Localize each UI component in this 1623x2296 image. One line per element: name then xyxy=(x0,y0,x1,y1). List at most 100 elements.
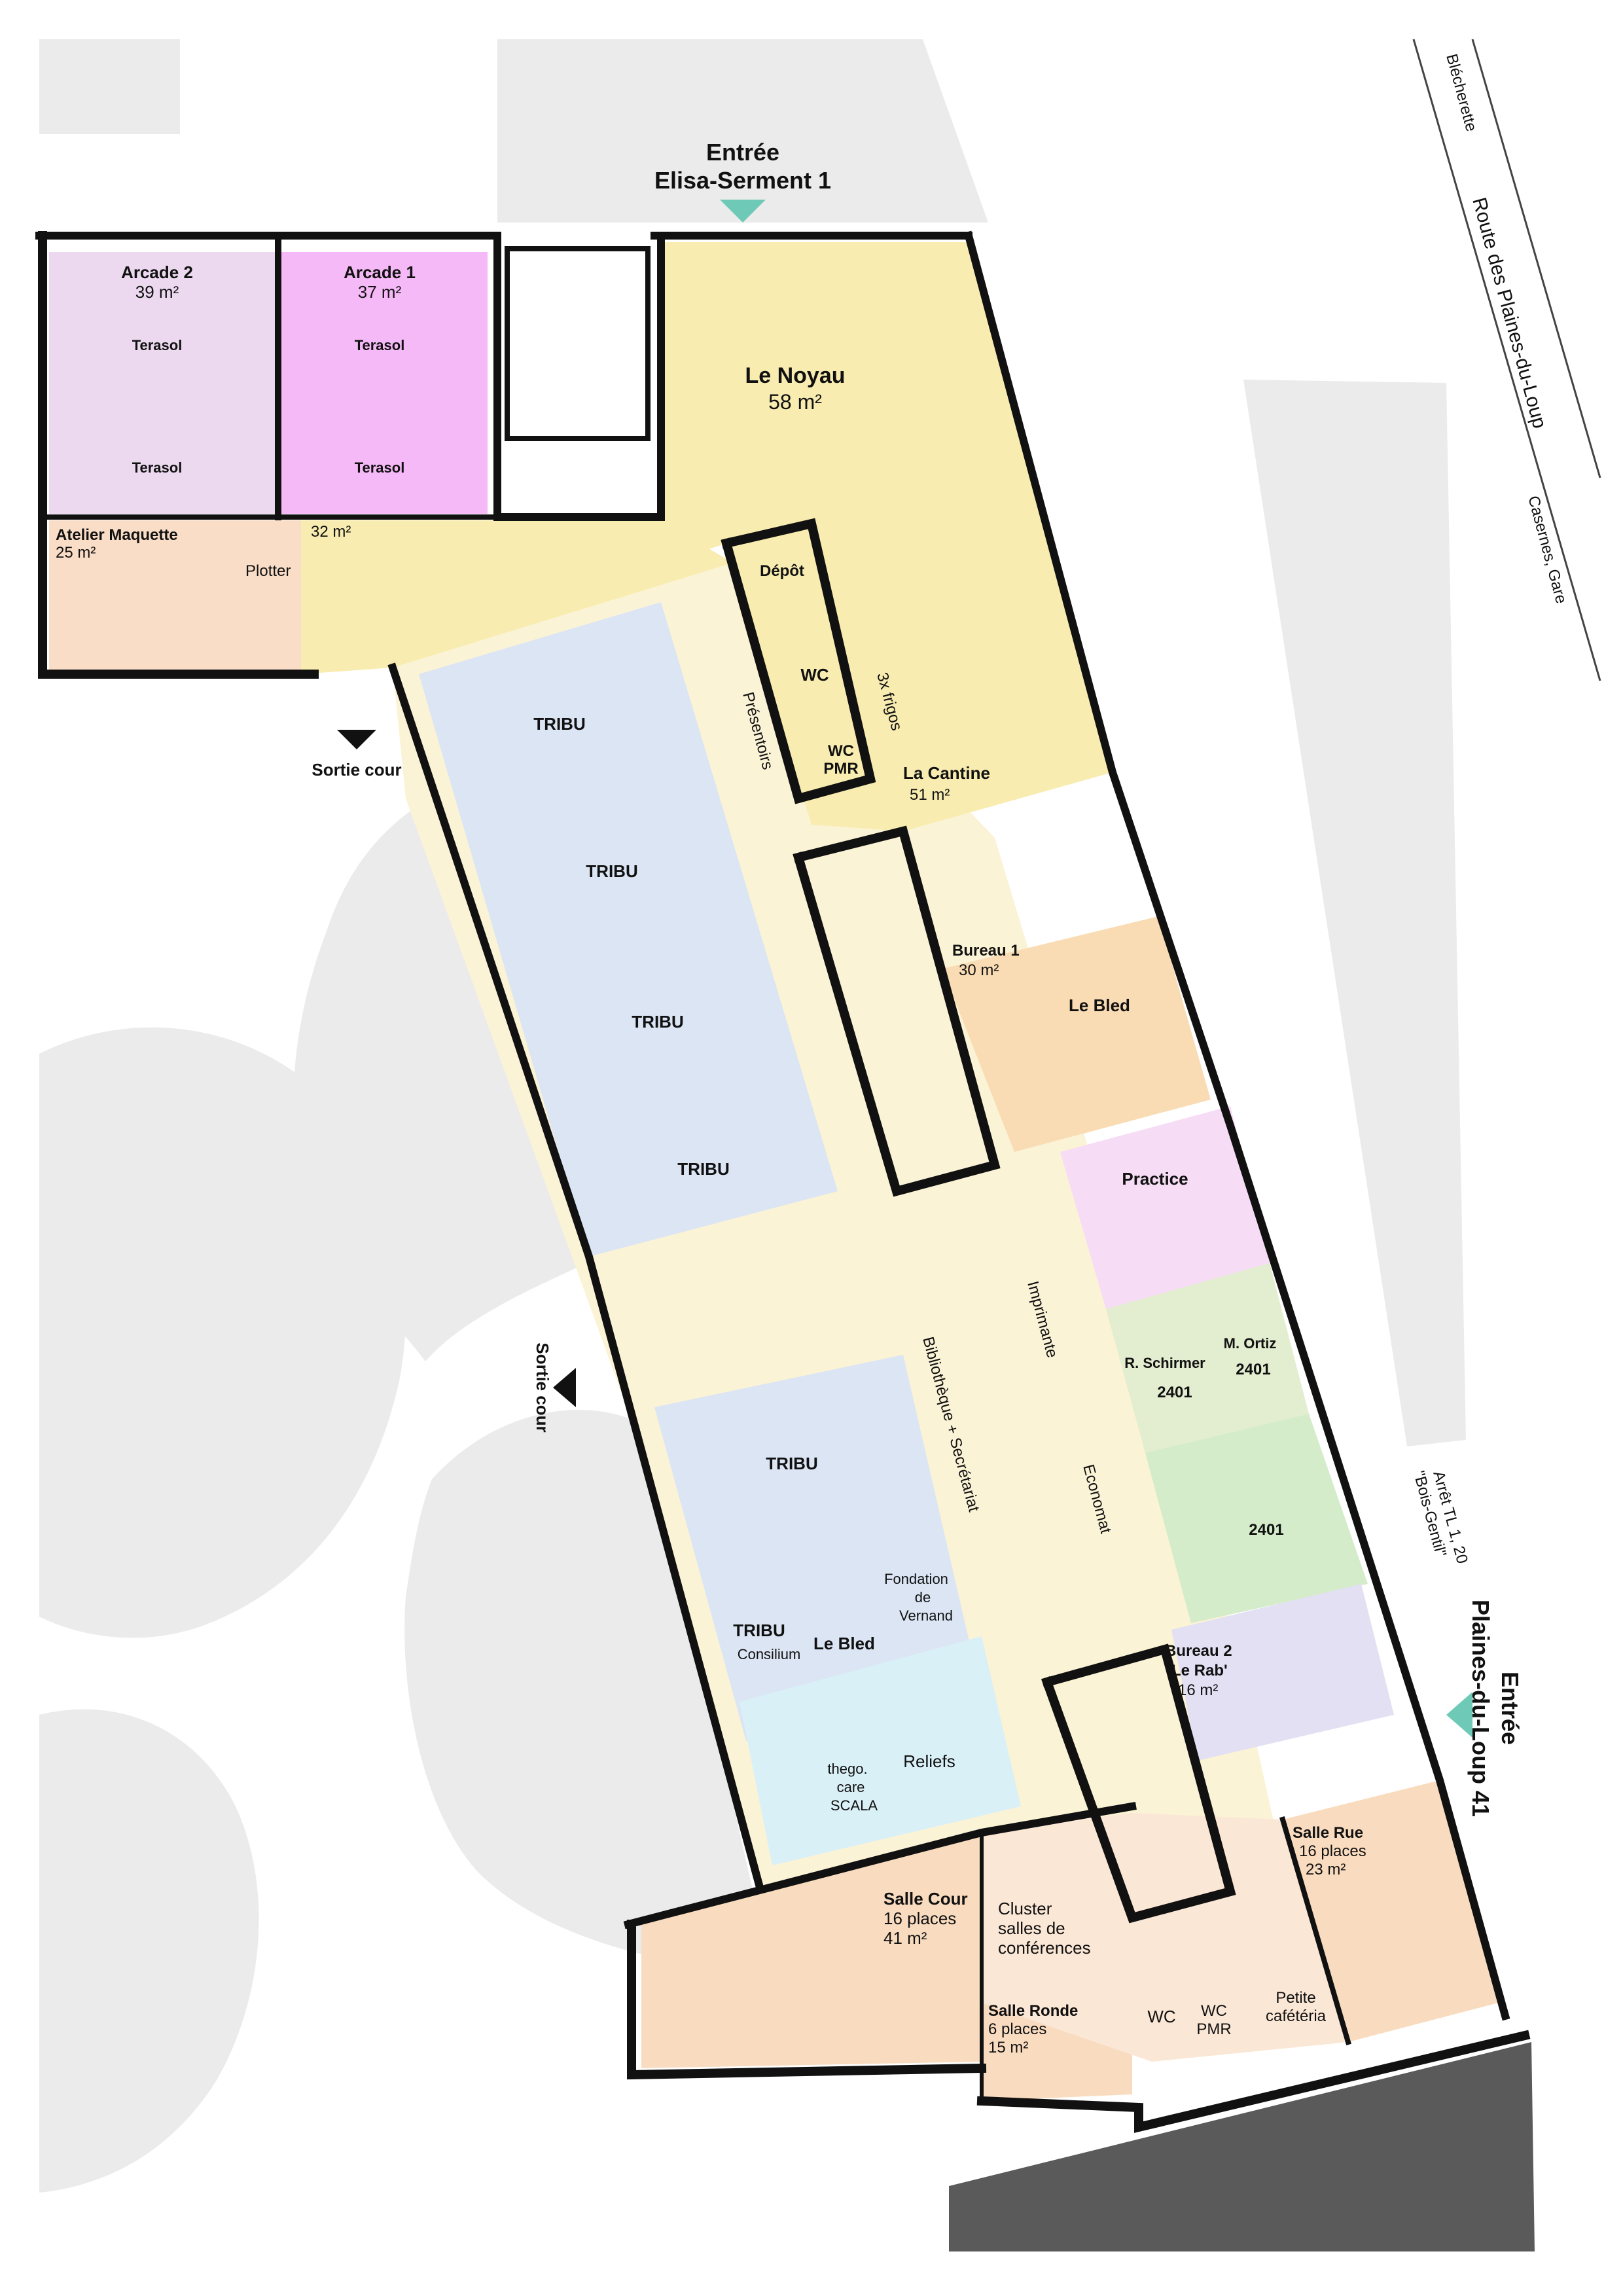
wc-pmr-label-2: PMR xyxy=(823,760,858,778)
bureau2-floor xyxy=(1171,1584,1394,1761)
neighbor-block-north xyxy=(497,39,988,223)
reliefs-label: Reliefs xyxy=(903,1751,955,1771)
petite-cafeteria-1: Petite xyxy=(1275,1989,1315,2007)
arcade1-name: Arcade 1 xyxy=(344,262,416,282)
salle-rue-places: 16 places xyxy=(1299,1842,1366,1860)
depot-label: Dépôt xyxy=(760,562,804,580)
street-blecherette: Blécherette xyxy=(1442,52,1480,134)
maquette-west-south xyxy=(38,231,319,679)
arcade2-name: Arcade 2 xyxy=(121,262,193,282)
salle-cour-area: 41 m² xyxy=(883,1928,927,1948)
terasol-label: Terasol xyxy=(132,337,183,353)
noyau-floor xyxy=(661,242,1113,831)
arcade1-area: 37 m² xyxy=(358,282,402,302)
salle-cour-places: 16 places xyxy=(883,1909,956,1928)
neighbor-building-east xyxy=(1243,380,1466,1446)
maquette-floor xyxy=(49,520,301,671)
bureau2-name: Bureau 2 xyxy=(1165,1642,1232,1660)
dark-ground-south xyxy=(949,2042,1535,2251)
cluster-floor xyxy=(982,1813,1348,2062)
tribu-label: TRIBU xyxy=(586,861,637,881)
wc-pmr-label-1: WC xyxy=(828,742,854,760)
thego-label-3: SCALA xyxy=(830,1797,878,1814)
thego-label-2: care xyxy=(837,1779,865,1795)
maquette-area: 25 m² xyxy=(56,544,96,562)
entrance-east-label-2: Plaines-du-Loup 41 xyxy=(1467,1600,1494,1817)
office-2401-label: 2401 xyxy=(1236,1361,1270,1378)
street-line xyxy=(1471,39,1601,478)
entrance-north-label-1: Entrée xyxy=(706,139,779,166)
salle-ronde-area: 15 m² xyxy=(988,2039,1028,2056)
noyau-name: Le Noyau xyxy=(745,363,845,388)
terasol-label: Terasol xyxy=(355,337,405,353)
sortie-cour-arrow-top xyxy=(337,730,376,749)
courtyard-area-2 xyxy=(39,1027,406,1638)
depot-wc-block xyxy=(721,518,876,804)
office-2401-label: 2401 xyxy=(1157,1384,1192,1401)
bureau1-area: 30 m² xyxy=(959,961,999,979)
schirmer-label: R. Schirmer xyxy=(1124,1355,1205,1371)
south-facade xyxy=(976,2030,1531,2133)
street-route: Route des Plaines-du-Loup xyxy=(1468,195,1550,431)
entrance-markers xyxy=(337,200,1472,1738)
practice-floor xyxy=(1060,1106,1270,1309)
cluster-label-1: Cluster xyxy=(998,1899,1052,1918)
salle-ronde-name: Salle Ronde xyxy=(988,2002,1078,2020)
east-facade xyxy=(963,230,1510,2021)
arcade2-area: 39 m² xyxy=(135,282,179,302)
west-facade xyxy=(387,662,764,1890)
office-2401-label: 2401 xyxy=(1249,1521,1283,1539)
plotter-label: Plotter xyxy=(245,562,291,580)
wc-label: WC xyxy=(800,665,829,685)
hall-floor xyxy=(301,520,733,674)
bureau2-area: 16 m² xyxy=(1178,1681,1218,1699)
street-casernes: Casernes, Gare xyxy=(1524,494,1570,606)
courtyard-area-4 xyxy=(39,1709,259,2193)
hall-area: 32 m² xyxy=(311,523,351,541)
tribu-label: TRIBU xyxy=(733,1621,785,1640)
tribu-area-1 xyxy=(419,602,838,1257)
salle-rue-floor xyxy=(1283,1780,1499,2042)
petite-cafeteria-2: cafétéria xyxy=(1266,2007,1327,2025)
tribu-label: TRIBU xyxy=(533,714,585,734)
salle-cour-floor xyxy=(641,1833,982,2068)
bled-label: Le Bled xyxy=(1069,996,1130,1015)
entrance-east-label-1: Entrée xyxy=(1497,1672,1524,1745)
sortie-cour-arrow-mid xyxy=(553,1368,576,1407)
relief-area xyxy=(740,1636,1021,1865)
salle-rue-name: Salle Rue xyxy=(1293,1824,1363,1842)
fondation-label-3: Vernand xyxy=(899,1607,953,1624)
stair-core-south xyxy=(1041,1643,1236,1924)
fondation-label-1: Fondation xyxy=(884,1571,948,1587)
north-entrance-arrow xyxy=(720,200,766,223)
salle-cour-outline xyxy=(627,1920,987,2080)
tribu-label: TRIBU xyxy=(677,1159,729,1179)
stair-north xyxy=(505,246,651,441)
salle-rue-area: 23 m² xyxy=(1306,1861,1346,1878)
tribu-label: TRIBU xyxy=(766,1454,817,1473)
neighbor-block-nw xyxy=(39,39,180,134)
stair-core-north xyxy=(493,232,665,521)
cluster-label-3: conférences xyxy=(998,1938,1091,1958)
terasol-label: Terasol xyxy=(355,459,405,476)
maquette-name: Atelier Maquette xyxy=(56,526,178,544)
courtyard-area-3 xyxy=(404,1410,772,1977)
schirmer-floor xyxy=(1106,1263,1309,1453)
ortiz-label: M. Ortiz xyxy=(1224,1335,1277,1352)
walls xyxy=(35,230,1531,2133)
tribu-label: TRIBU xyxy=(632,1012,683,1031)
tribu-area-2 xyxy=(654,1355,982,1741)
wc-label: WC xyxy=(1147,2007,1175,2026)
east-entrance-arrow xyxy=(1446,1692,1472,1738)
office-2401-floor xyxy=(1145,1414,1368,1623)
entrance-north-label-2: Elisa-Serment 1 xyxy=(654,167,831,194)
bureau1-floor xyxy=(942,916,1211,1152)
thego-label-1: thego. xyxy=(827,1761,867,1777)
noyau-area: 58 m² xyxy=(768,390,822,414)
street-line xyxy=(1412,39,1601,681)
salle-ronde-places: 6 places xyxy=(988,2020,1046,2038)
surroundings xyxy=(39,39,1601,2251)
salle-cour-name: Salle Cour xyxy=(883,1889,968,1909)
wc-pmr-label-2: PMR xyxy=(1196,2020,1231,2038)
